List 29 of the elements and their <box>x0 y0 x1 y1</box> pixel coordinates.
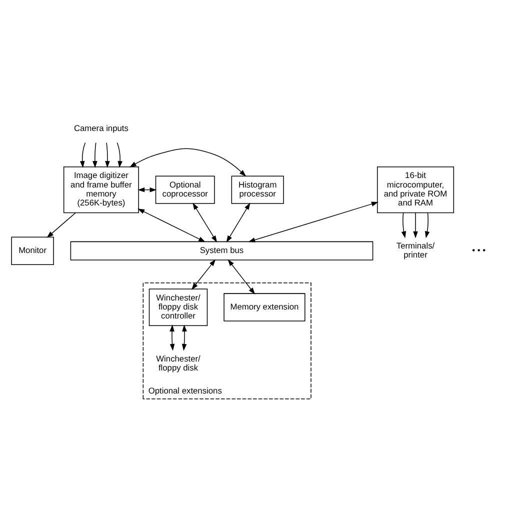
arrow <box>116 142 122 168</box>
label: • • • <box>472 244 486 254</box>
node-box: 16-bit microcomputer, and private ROM and RAM <box>376 166 454 213</box>
node-text: Camera inputs <box>74 122 128 132</box>
node-box: System bus <box>70 240 374 260</box>
arrow <box>46 212 76 238</box>
node-box: Image digitizer and frame buffer memory (256K-bytes) <box>63 166 139 213</box>
arrow <box>192 202 218 242</box>
node-box: Winchester/ floppy disk controller <box>148 288 208 326</box>
node-text: Terminals/ printer <box>396 240 435 260</box>
arrow <box>138 208 206 242</box>
arrow <box>248 201 378 242</box>
node-box: Optional coprocessor <box>155 175 215 204</box>
node-text: Winchester/ floppy disk <box>156 352 200 372</box>
arrow <box>92 142 98 168</box>
arrow <box>182 324 187 350</box>
node-box: Histogram processor <box>231 175 284 204</box>
arrow <box>401 212 406 238</box>
arrow <box>413 212 418 238</box>
arrow <box>105 142 110 168</box>
arrow <box>191 258 216 290</box>
node-box: Monitor <box>11 236 54 264</box>
node-box: Memory extension <box>224 292 306 321</box>
arrow <box>170 324 175 350</box>
arrow <box>424 212 430 238</box>
arrow <box>228 258 256 294</box>
arrow <box>80 142 86 168</box>
arrow <box>226 202 250 242</box>
arrow <box>130 148 246 176</box>
